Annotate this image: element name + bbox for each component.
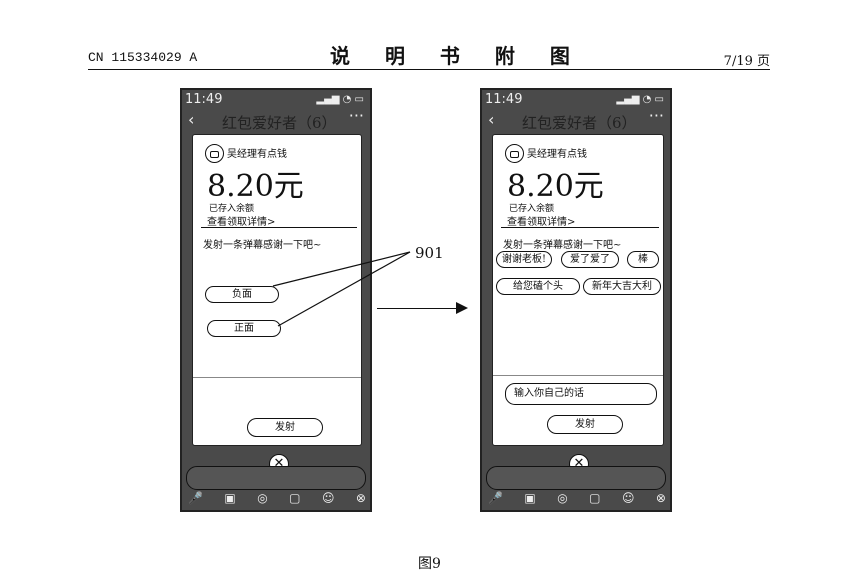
chat-title-bar: ‹ 红包爱好者（6） ···: [186, 106, 366, 132]
saved-to-balance: 已存入余额: [209, 204, 255, 214]
positive-option-button[interactable]: 正面: [207, 320, 281, 337]
view-details-link[interactable]: 查看领取详情>: [507, 217, 576, 228]
leader-line: [272, 251, 411, 287]
microphone-icon[interactable]: 🎤: [188, 491, 203, 505]
red-packet-icon[interactable]: ▢: [289, 491, 301, 505]
send-button[interactable]: 发射: [247, 418, 323, 437]
patent-header-page: 7/19 页: [723, 54, 770, 69]
saved-to-balance: 已存入余额: [509, 204, 555, 214]
view-details-link[interactable]: 查看领取详情>: [207, 217, 276, 228]
negative-option-button[interactable]: 负面: [205, 286, 279, 303]
more-icon[interactable]: ···: [348, 106, 364, 125]
custom-message-input[interactable]: 输入你自己的话: [505, 383, 657, 405]
thanks-prompt: 发射一条弹幕感谢一下吧~: [203, 240, 322, 251]
status-time: 11:49: [185, 92, 223, 107]
phone-screen-before: 11:49 ▂▄▆ ◔ ▭ ‹ 红包爱好者（6） ··· 吴经理有点钱 8.20…: [180, 88, 372, 512]
back-icon[interactable]: ‹: [488, 110, 495, 129]
avatar: [205, 144, 224, 163]
signal-wifi-battery-icon: ▂▄▆ ◔ ▭: [616, 94, 664, 105]
camera-icon[interactable]: ◎: [257, 491, 268, 505]
more-plus-icon[interactable]: ⊗: [355, 491, 366, 505]
chat-title: 红包爱好者（6）: [522, 114, 637, 132]
phone-screen-after: 11:49 ▂▄▆ ◔ ▭ ‹ 红包爱好者（6） ··· 吴经理有点钱 8.20…: [480, 88, 672, 512]
barrage-bubble[interactable]: 新年大吉大利: [583, 278, 661, 295]
more-icon[interactable]: ···: [648, 106, 664, 125]
red-packet-icon[interactable]: ▢: [589, 491, 601, 505]
thanks-prompt: 发射一条弹幕感谢一下吧~: [503, 240, 622, 251]
red-packet-card: 吴经理有点钱 8.20元 已存入余额 查看领取详情> 发射一条弹幕感谢一下吧~ …: [492, 134, 664, 446]
packet-amount: 8.20元: [507, 169, 604, 204]
microphone-icon[interactable]: 🎤: [488, 491, 503, 505]
chat-input-bar[interactable]: [186, 466, 366, 490]
header-rule: [88, 69, 770, 70]
chat-toolbar: 🎤 ▣ ◎ ▢ ☺ ⊗: [188, 491, 366, 505]
barrage-bubble[interactable]: 棒: [627, 251, 659, 268]
barrage-bubble[interactable]: 爱了爱了: [561, 251, 619, 268]
chat-toolbar: 🎤 ▣ ◎ ▢ ☺ ⊗: [488, 491, 666, 505]
chat-input-bar[interactable]: [486, 466, 666, 490]
red-packet-card: 吴经理有点钱 8.20元 已存入余额 查看领取详情> 发射一条弹幕感谢一下吧~ …: [192, 134, 362, 446]
sender-name: 吴经理有点钱: [227, 149, 287, 160]
sender-name: 吴经理有点钱: [527, 149, 587, 160]
chat-title: 红包爱好者（6）: [222, 114, 337, 132]
leader-line: [277, 251, 411, 327]
patent-header-title: 说 明 书 附 图: [330, 44, 584, 68]
divider: [201, 227, 357, 228]
barrage-bubble[interactable]: 谢谢老板!: [496, 251, 552, 268]
divider: [193, 377, 361, 378]
figure-caption: 图9: [418, 556, 441, 572]
transition-arrow-icon: [456, 302, 468, 314]
packet-amount: 8.20元: [207, 169, 304, 204]
emoji-icon[interactable]: ☺: [321, 491, 335, 505]
send-button[interactable]: 发射: [547, 415, 623, 434]
back-icon[interactable]: ‹: [188, 110, 195, 129]
camera-icon[interactable]: ◎: [557, 491, 568, 505]
transition-arrow-line: [377, 308, 459, 309]
more-plus-icon[interactable]: ⊗: [655, 491, 666, 505]
chat-title-bar: ‹ 红包爱好者（6） ···: [486, 106, 666, 132]
image-icon[interactable]: ▣: [524, 491, 536, 505]
avatar: [505, 144, 524, 163]
emoji-icon[interactable]: ☺: [621, 491, 635, 505]
reference-numeral: 901: [415, 244, 444, 262]
signal-wifi-battery-icon: ▂▄▆ ◔ ▭: [316, 94, 364, 105]
image-icon[interactable]: ▣: [224, 491, 236, 505]
divider: [501, 227, 659, 228]
divider: [493, 375, 663, 376]
barrage-bubble[interactable]: 给您磕个头: [496, 278, 580, 295]
patent-header-left: CN 115334029 A: [88, 50, 198, 65]
status-time: 11:49: [485, 92, 523, 107]
